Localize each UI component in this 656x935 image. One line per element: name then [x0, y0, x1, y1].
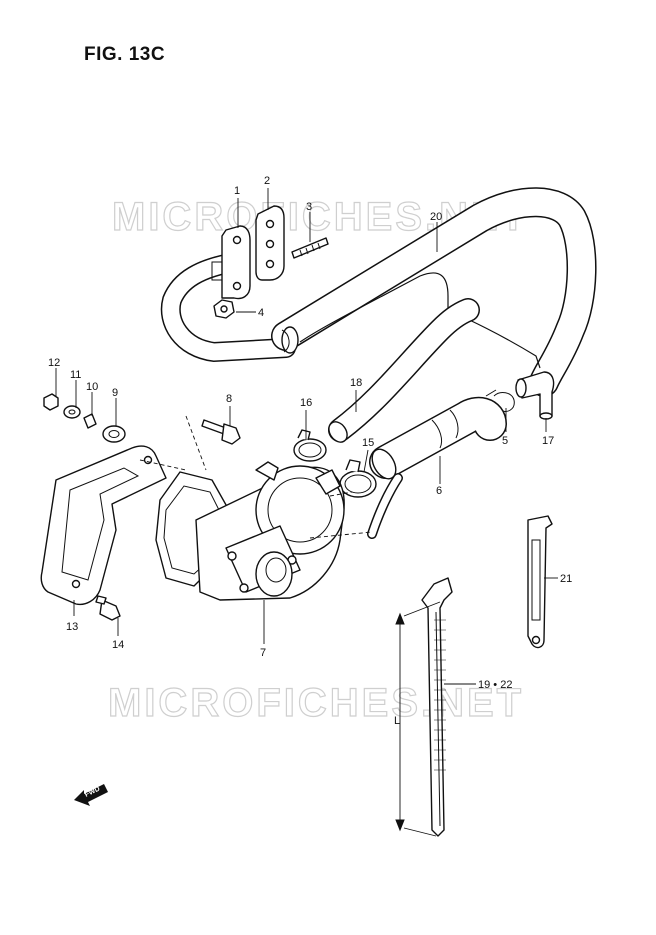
callout-10: 10 — [86, 381, 98, 393]
grommet-9 — [102, 425, 126, 443]
hose-18 — [328, 298, 480, 443]
valve-7 — [155, 461, 345, 601]
callout-20: 20 — [430, 211, 442, 223]
strap-21 — [527, 515, 553, 649]
callout-16: 16 — [300, 397, 312, 409]
plate-2 — [255, 205, 285, 281]
callout-5: 5 — [502, 435, 508, 447]
callout-15: 15 — [362, 437, 374, 449]
callout-2: 2 — [264, 175, 270, 187]
callout-7: 7 — [260, 647, 266, 659]
watermark-bottom: MICROFICHES.NET — [108, 681, 524, 725]
callout-3: 3 — [306, 201, 312, 213]
leader-lines — [55, 188, 558, 685]
callout-11: 11 — [70, 369, 81, 381]
length-label: L — [394, 715, 400, 727]
bolt-8 — [201, 419, 241, 445]
callout-1: 1 — [234, 185, 240, 197]
stud-3 — [291, 237, 329, 259]
assembly-line-gasket — [139, 459, 187, 471]
callout-12: 12 — [48, 357, 60, 369]
collar-10 — [83, 413, 97, 429]
callout-17: 17 — [542, 435, 554, 447]
washer-11 — [63, 405, 81, 419]
clamp-15 — [339, 459, 377, 498]
callout-8: 8 — [226, 393, 232, 405]
callout-19-22: 19 • 22 — [478, 679, 512, 691]
gasket-13 — [40, 445, 167, 606]
callout-4: 4 — [258, 307, 264, 319]
figure-title: FIG. 13C — [84, 44, 166, 65]
elbow-17 — [515, 371, 555, 420]
callout-6: 6 — [436, 485, 442, 497]
assembly-line-hose — [309, 531, 373, 539]
nut-4 — [213, 299, 235, 319]
hose-6 — [369, 396, 507, 480]
bolt-14 — [95, 595, 121, 621]
callout-13: 13 — [66, 621, 78, 633]
callout-21: 21 — [560, 573, 572, 585]
callout-14: 14 — [112, 639, 124, 651]
tie-band-19-22 — [421, 577, 453, 837]
nut-12 — [43, 393, 59, 411]
callout-9: 9 — [112, 387, 118, 399]
pipe-20 — [160, 187, 597, 397]
fwd-arrow-icon: FWD — [74, 784, 108, 806]
bracket-1 — [211, 225, 251, 300]
length-marker: L — [394, 601, 441, 837]
small-hose — [367, 473, 403, 539]
assembly-line-clamp — [329, 491, 353, 497]
clamp-16 — [293, 429, 327, 462]
assembly-line-bolt-8 — [185, 415, 207, 471]
callout-18: 18 — [350, 377, 362, 389]
